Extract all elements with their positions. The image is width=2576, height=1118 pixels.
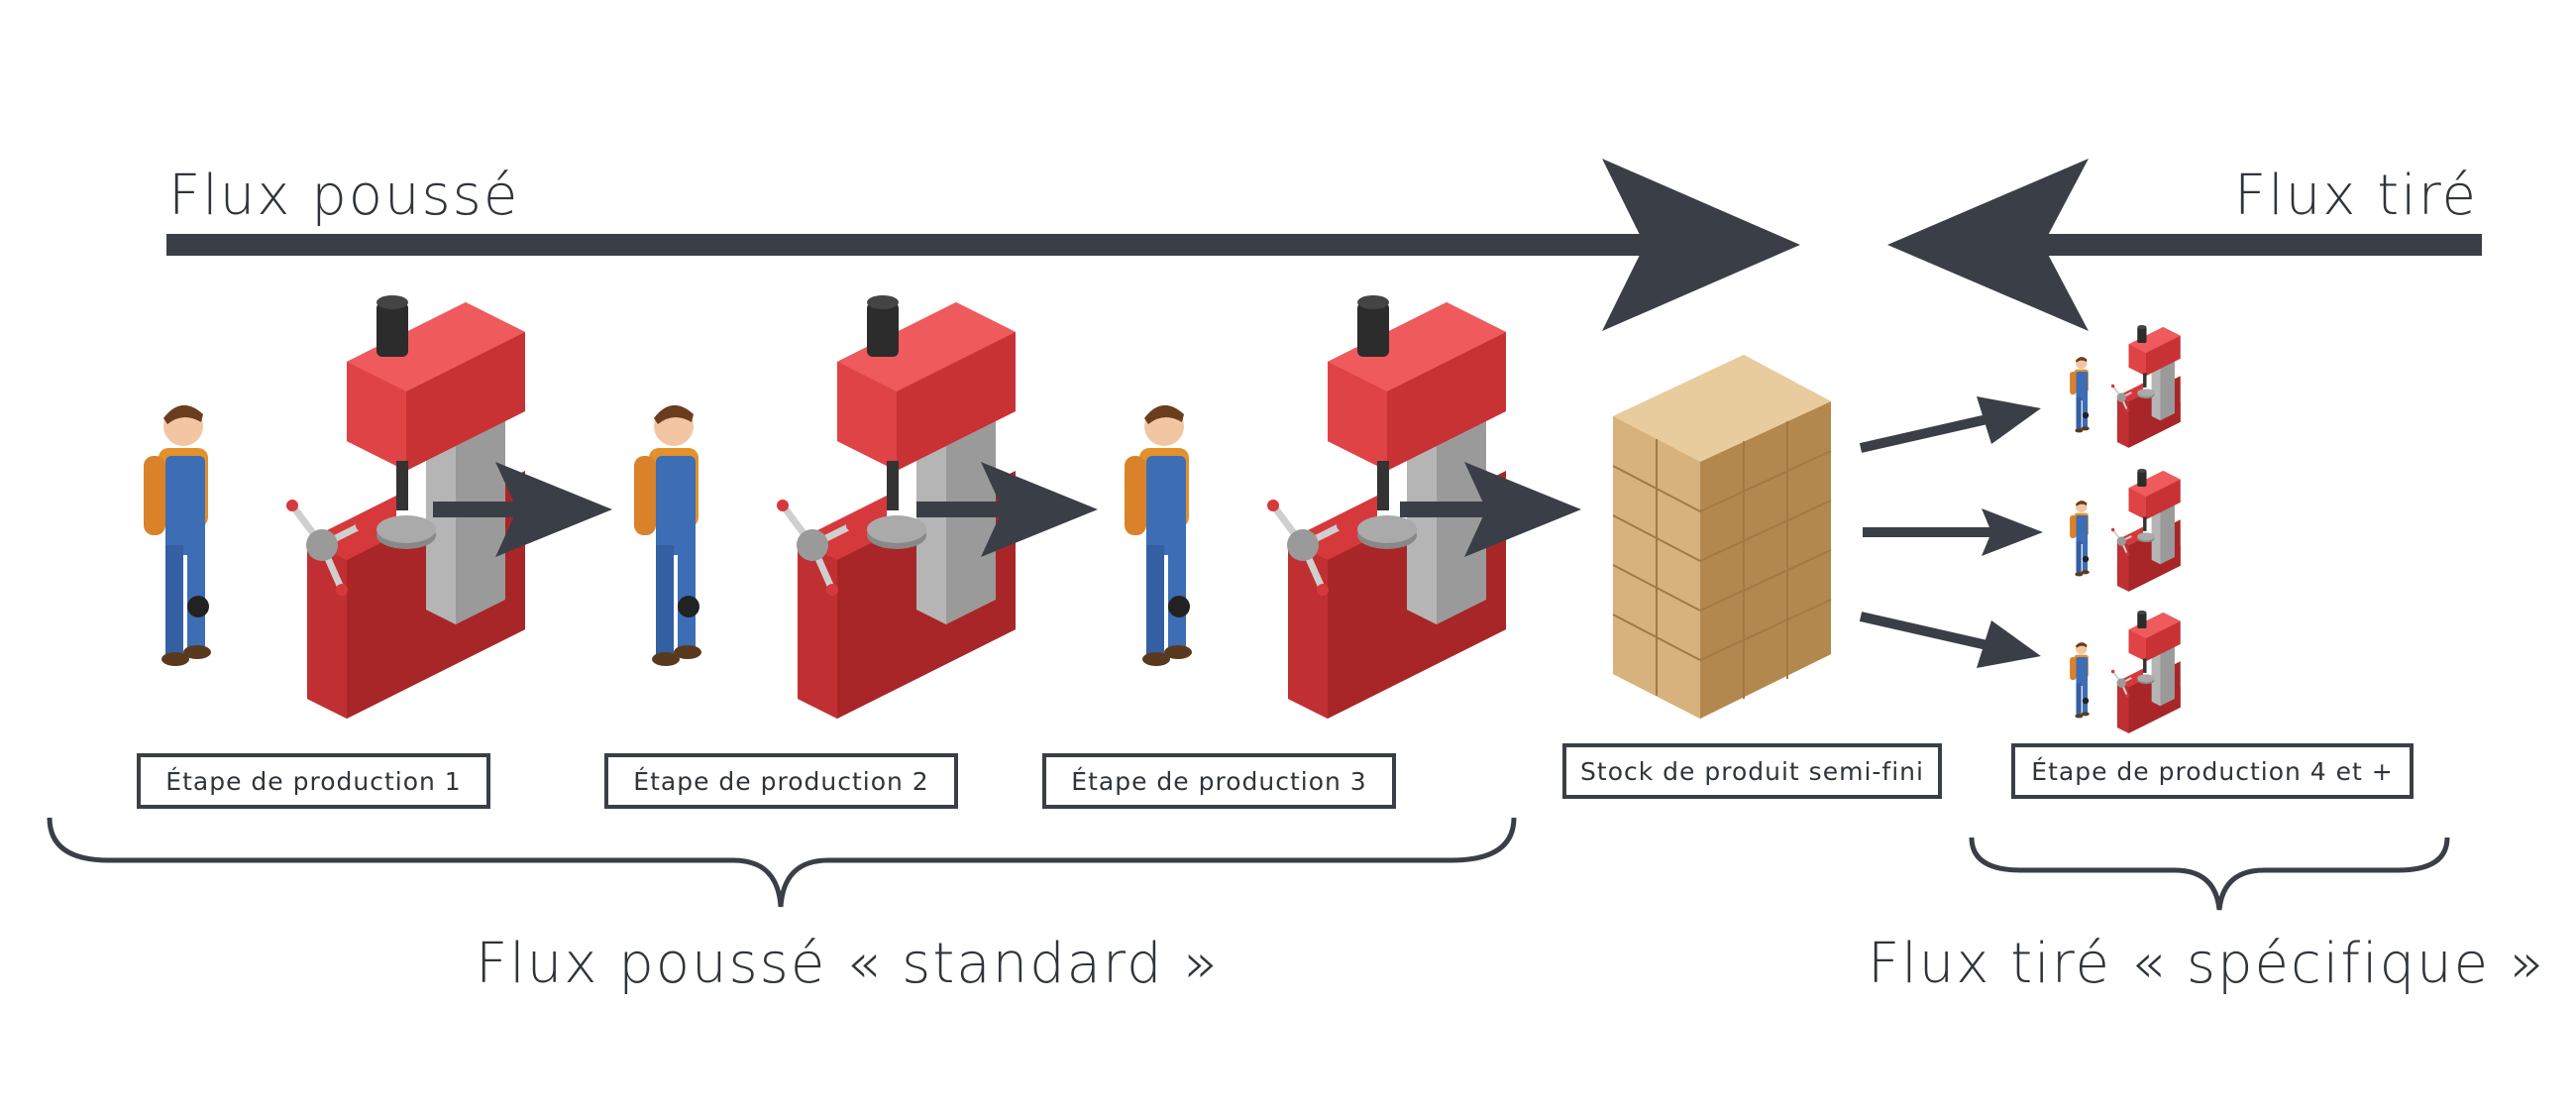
machine-icon-4b [2070,469,2181,592]
arrow-icon-6 [1859,612,2041,668]
machine-icon-4c [2070,611,2181,733]
push-flow-title: Flux poussé [168,164,520,228]
machine-icon-4a [2070,325,2181,448]
arrow-icon-2 [916,462,1098,557]
pull-arrow [1887,159,2482,331]
arrow-icon-3 [1400,462,1581,557]
arrow-icon-4 [1859,396,2041,453]
step-4-label: Étape de production 4 et + [2011,743,2414,799]
push-flow-standard-label: Flux poussé « standard » [476,932,1220,996]
cardboard-boxes-icon [1612,355,1832,719]
step-1-label: Étape de production 1 [137,753,490,809]
push-arrow [166,159,1800,331]
pull-flow-title: Flux tiré [2234,164,2478,228]
step-2-label: Étape de production 2 [604,753,958,809]
push-brace [47,817,1517,908]
arrow-icon-1 [433,462,612,557]
stock-label: Stock de produit semi-fini [1562,743,1942,799]
arrow-icon-5 [1863,508,2043,556]
pull-brace [1969,837,2450,911]
step-3-label: Étape de production 3 [1042,753,1396,809]
pull-flow-specific-label: Flux tiré « spécifique » [1868,932,2546,996]
